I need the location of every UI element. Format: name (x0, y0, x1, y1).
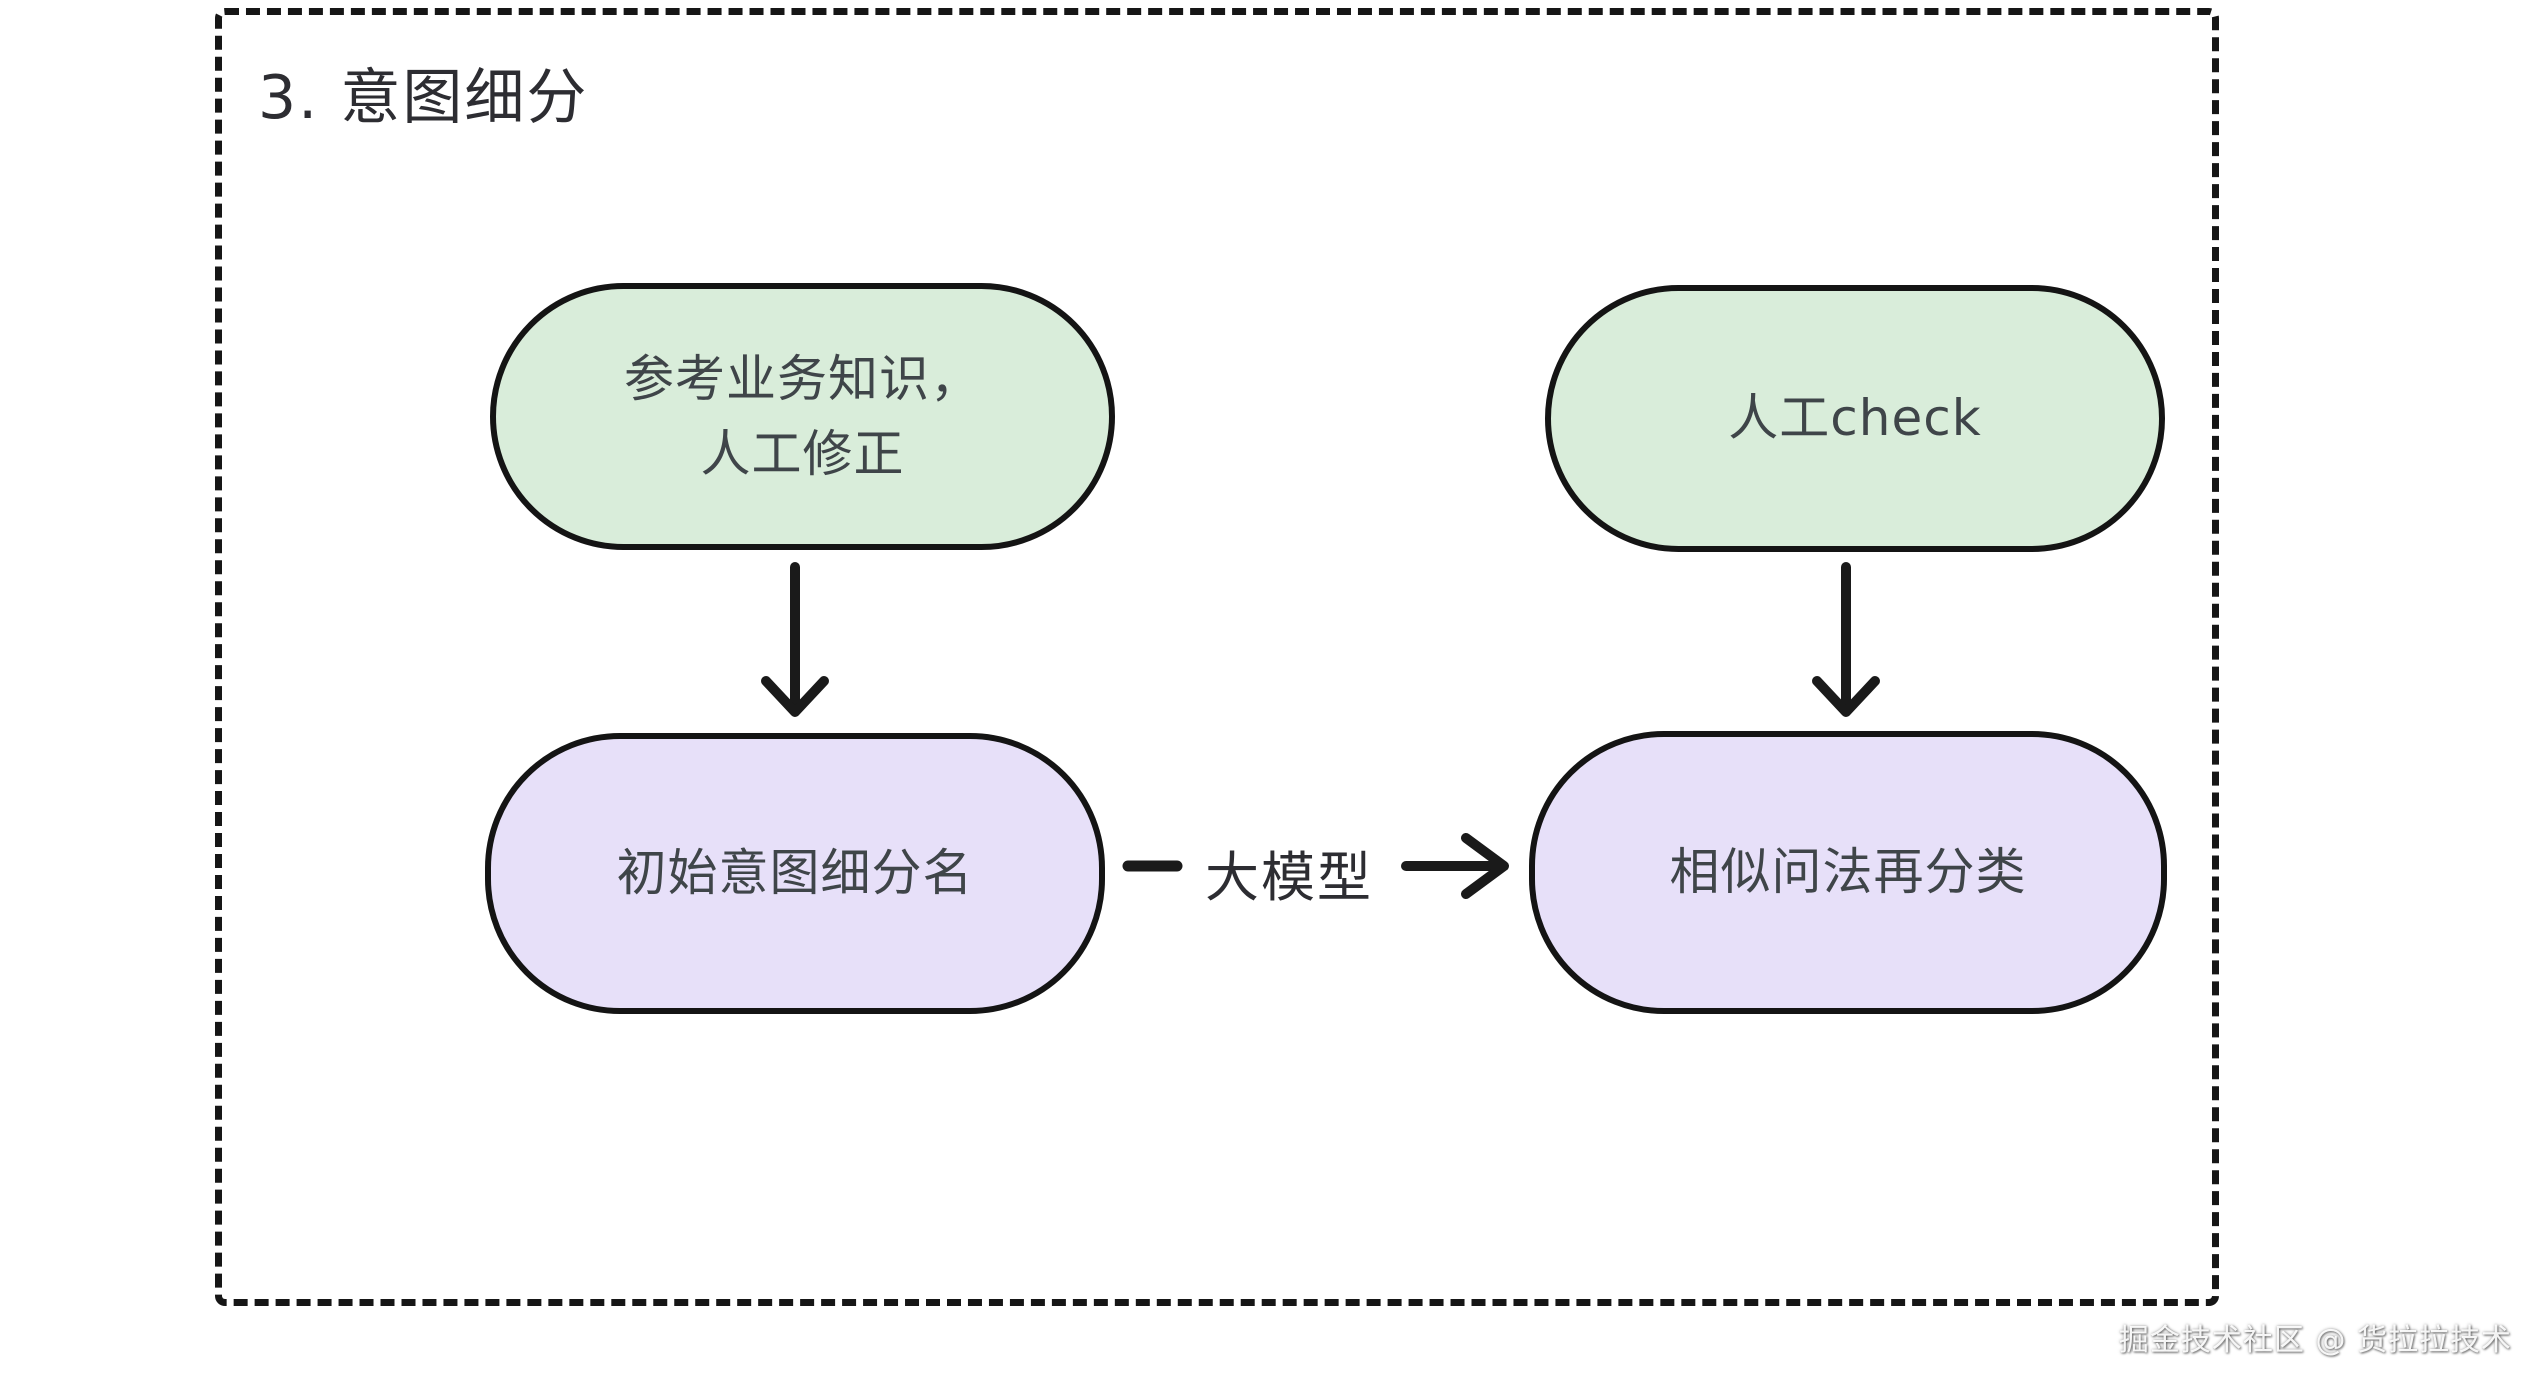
dashed-frame (215, 8, 2219, 1306)
edge-label-llm: 大模型 (1205, 846, 1373, 909)
node-manual-check-label: 人工check (1728, 389, 1982, 447)
node-initial-intent-name-label: 初始意图细分名 (616, 844, 974, 902)
node-manual-check: 人工check (1545, 285, 2165, 552)
node-similar-question-reclassify: 相似问法再分类 (1529, 731, 2167, 1014)
node-similar-question-reclassify-label: 相似问法再分类 (1669, 843, 2027, 901)
diagram-title: 3. 意图细分 (258, 63, 589, 133)
node-reference-knowledge-label: 参考业务知识， 人工修正 (624, 349, 981, 483)
node-reference-knowledge: 参考业务知识， 人工修正 (490, 283, 1115, 550)
node-initial-intent-name: 初始意图细分名 (485, 733, 1105, 1014)
watermark: 掘金技术社区 @ 货拉拉技术 (2118, 1323, 2512, 1358)
